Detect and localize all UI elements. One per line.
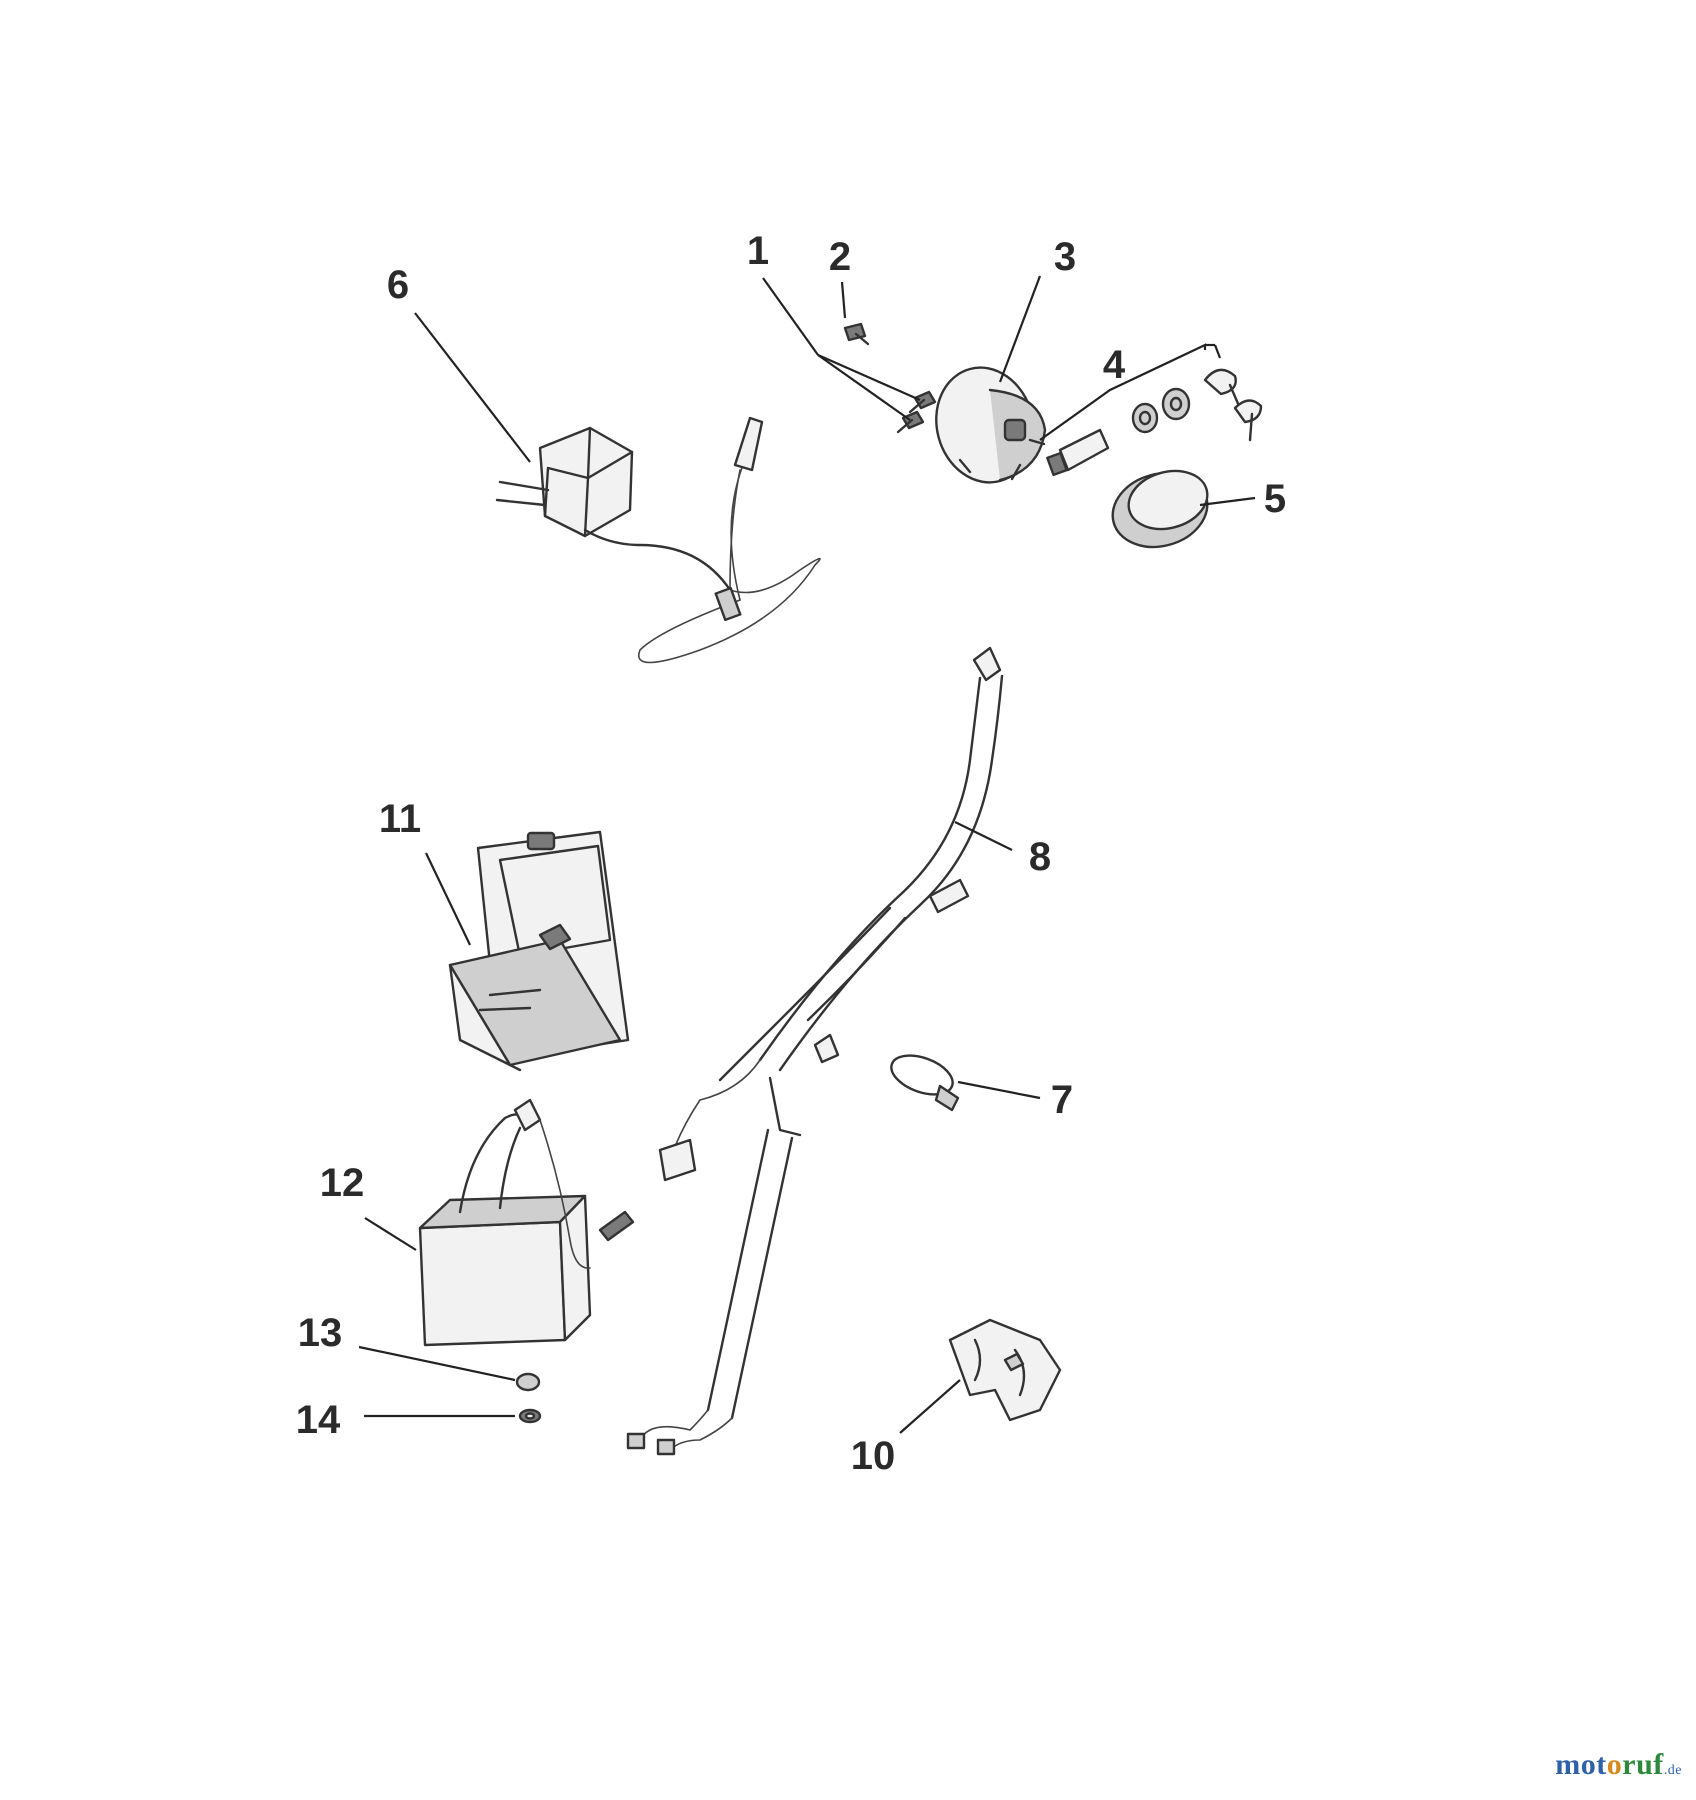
leader-lines	[358, 275, 1256, 1434]
part-label-6: 6	[387, 263, 409, 307]
cap-drawing	[1111, 469, 1209, 549]
wiring-harness-drawing	[626, 646, 1004, 1456]
screw-drawing	[843, 322, 870, 346]
lock-kit-drawing	[1046, 368, 1263, 477]
part-label-1: 1	[747, 229, 769, 273]
watermark-logo: motoruf.de	[1555, 1748, 1682, 1782]
charger-adapter-drawing	[495, 416, 821, 664]
clip-drawing	[948, 1318, 1062, 1422]
battery-drawing	[418, 1098, 635, 1347]
part-label-8: 8	[1029, 835, 1051, 879]
part-label-11: 11	[379, 797, 421, 841]
part-label-12: 12	[320, 1161, 365, 1205]
watermark-part1: mot	[1555, 1748, 1607, 1781]
switch-housing-drawing	[935, 366, 1047, 484]
part-label-4: 4	[1103, 343, 1126, 387]
watermark-suffix: .de	[1663, 1763, 1682, 1778]
part-label-10: 10	[851, 1434, 896, 1478]
part-label-5: 5	[1264, 477, 1286, 521]
cable-tie-drawing	[890, 1054, 960, 1112]
part-label-2: 2	[829, 235, 851, 279]
battery-box-drawing	[448, 830, 630, 1072]
part-label-7: 7	[1051, 1078, 1073, 1122]
part-label-3: 3	[1054, 235, 1076, 279]
nut-washer-drawing	[515, 1372, 542, 1424]
part-labels: 1 2 3 4 5 6 7 8 10 11 12 13 14	[296, 229, 1286, 1478]
watermark-part3: ruf	[1622, 1748, 1664, 1781]
part-label-14: 14	[296, 1398, 341, 1442]
screws-drawing	[896, 390, 937, 434]
part-label-13: 13	[298, 1311, 343, 1355]
watermark-part2: o	[1606, 1748, 1623, 1781]
